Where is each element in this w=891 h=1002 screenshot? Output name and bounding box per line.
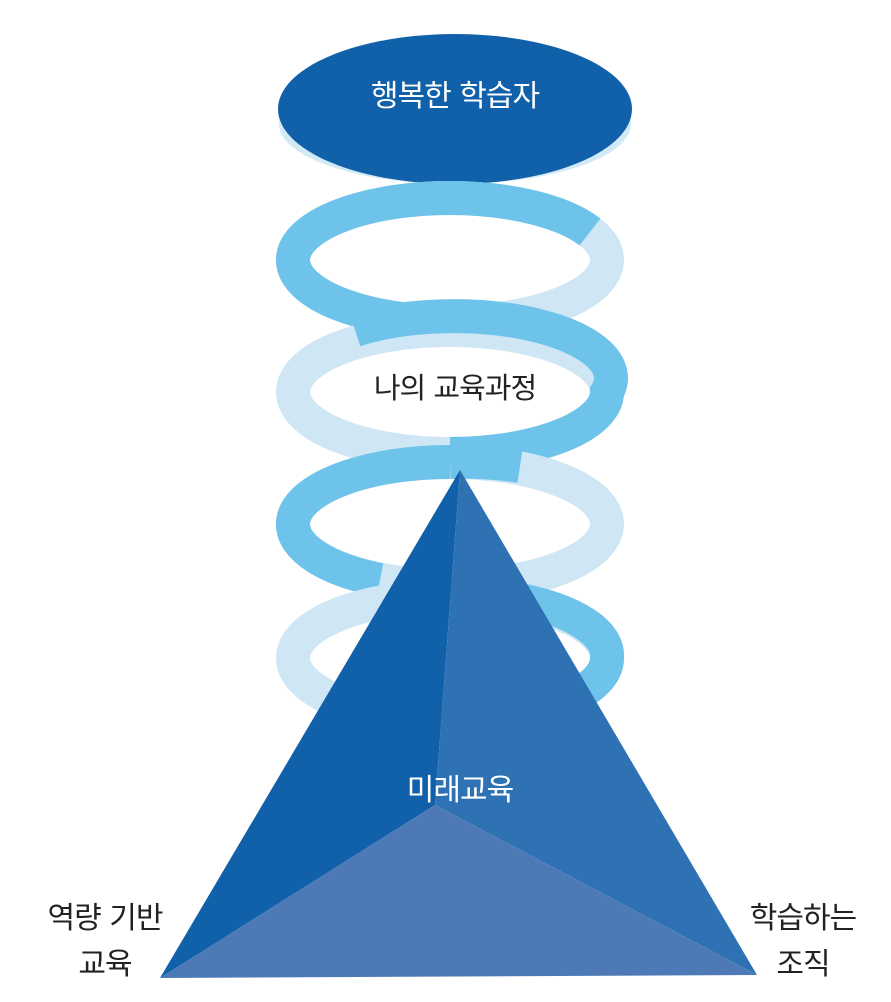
learning-organization-line-1: 학습하는 [749, 901, 857, 936]
my-curriculum-label: 나의 교육과정 [373, 371, 537, 405]
happy-learner-label: 행복한 학습자 [370, 79, 540, 114]
pyramid-right-face [435, 470, 757, 975]
future-education-label: 미래교육 [406, 773, 514, 808]
spiral-ring-4-front [516, 583, 625, 705]
spiral-ring-3-front-top [449, 444, 523, 483]
spiral-ring-2-front [349, 299, 628, 471]
learning-organization-label: 학습하는 조직 [728, 896, 878, 988]
spiral-ring-3-front [276, 445, 451, 597]
learning-organization-line-2: 조직 [776, 947, 830, 982]
pyramid-base-face [160, 805, 757, 978]
competency-based-education-line-1: 역량 기반 [47, 901, 164, 936]
competency-based-education-label: 역량 기반 교육 [30, 896, 180, 988]
competency-based-education-line-2: 교육 [78, 947, 132, 982]
pyramid-left-face [160, 470, 460, 978]
top-ellipse [278, 34, 632, 184]
spiral-ring-1-front [276, 180, 601, 262]
